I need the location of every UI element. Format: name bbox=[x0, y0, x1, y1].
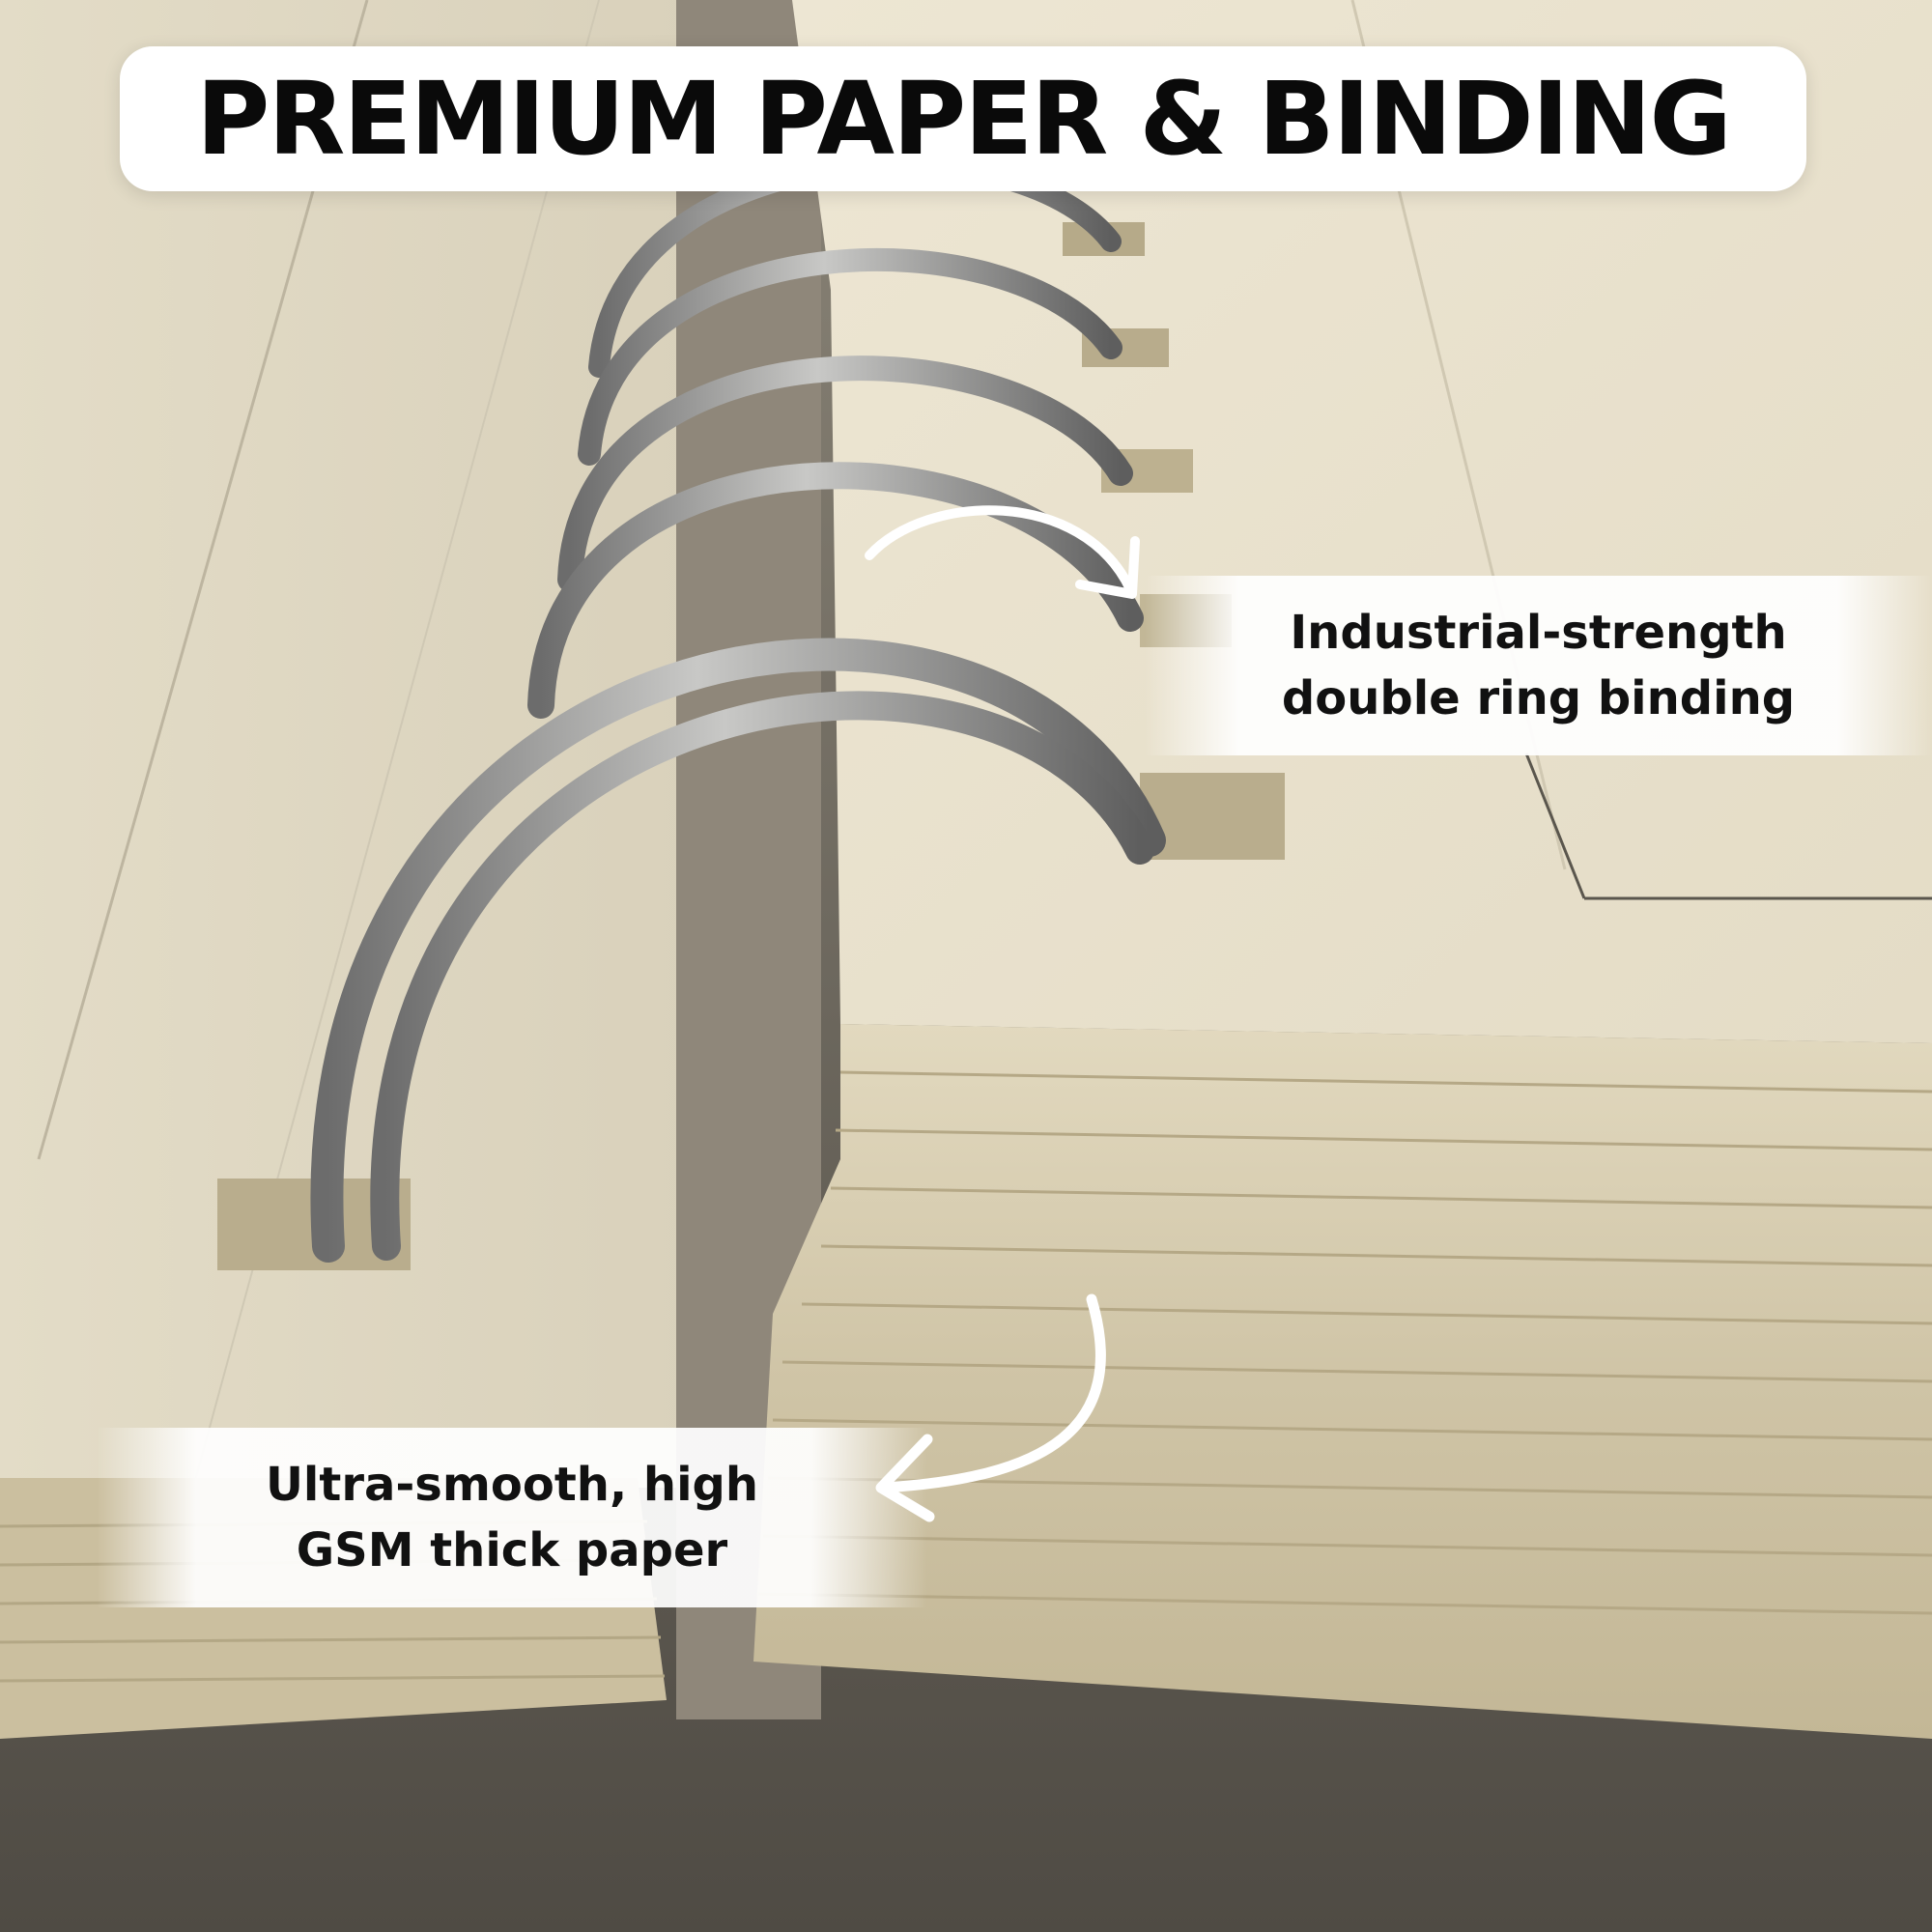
double-ring-binding bbox=[310, 154, 1166, 1263]
left-page-rule bbox=[37, 0, 369, 1160]
binding-callout: Industrial-strength double ring binding bbox=[1145, 576, 1932, 755]
front-ring bbox=[310, 638, 1166, 1263]
page-grid-line bbox=[1524, 753, 1586, 899]
left-page bbox=[0, 0, 696, 1488]
paper-callout: Ultra-smooth, high GSM thick paper bbox=[97, 1428, 927, 1607]
title-banner: PREMIUM PAPER & BINDING bbox=[120, 46, 1806, 191]
paper-callout-line2: GSM thick paper bbox=[296, 1523, 728, 1577]
curved-arrow-icon bbox=[865, 505, 1140, 599]
binding-callout-line1: Industrial-strength bbox=[1290, 605, 1787, 660]
page-title: PREMIUM PAPER & BINDING bbox=[196, 60, 1732, 178]
binding-callout-line2: double ring binding bbox=[1281, 671, 1796, 725]
paper-callout-line1: Ultra-smooth, high bbox=[265, 1457, 759, 1512]
